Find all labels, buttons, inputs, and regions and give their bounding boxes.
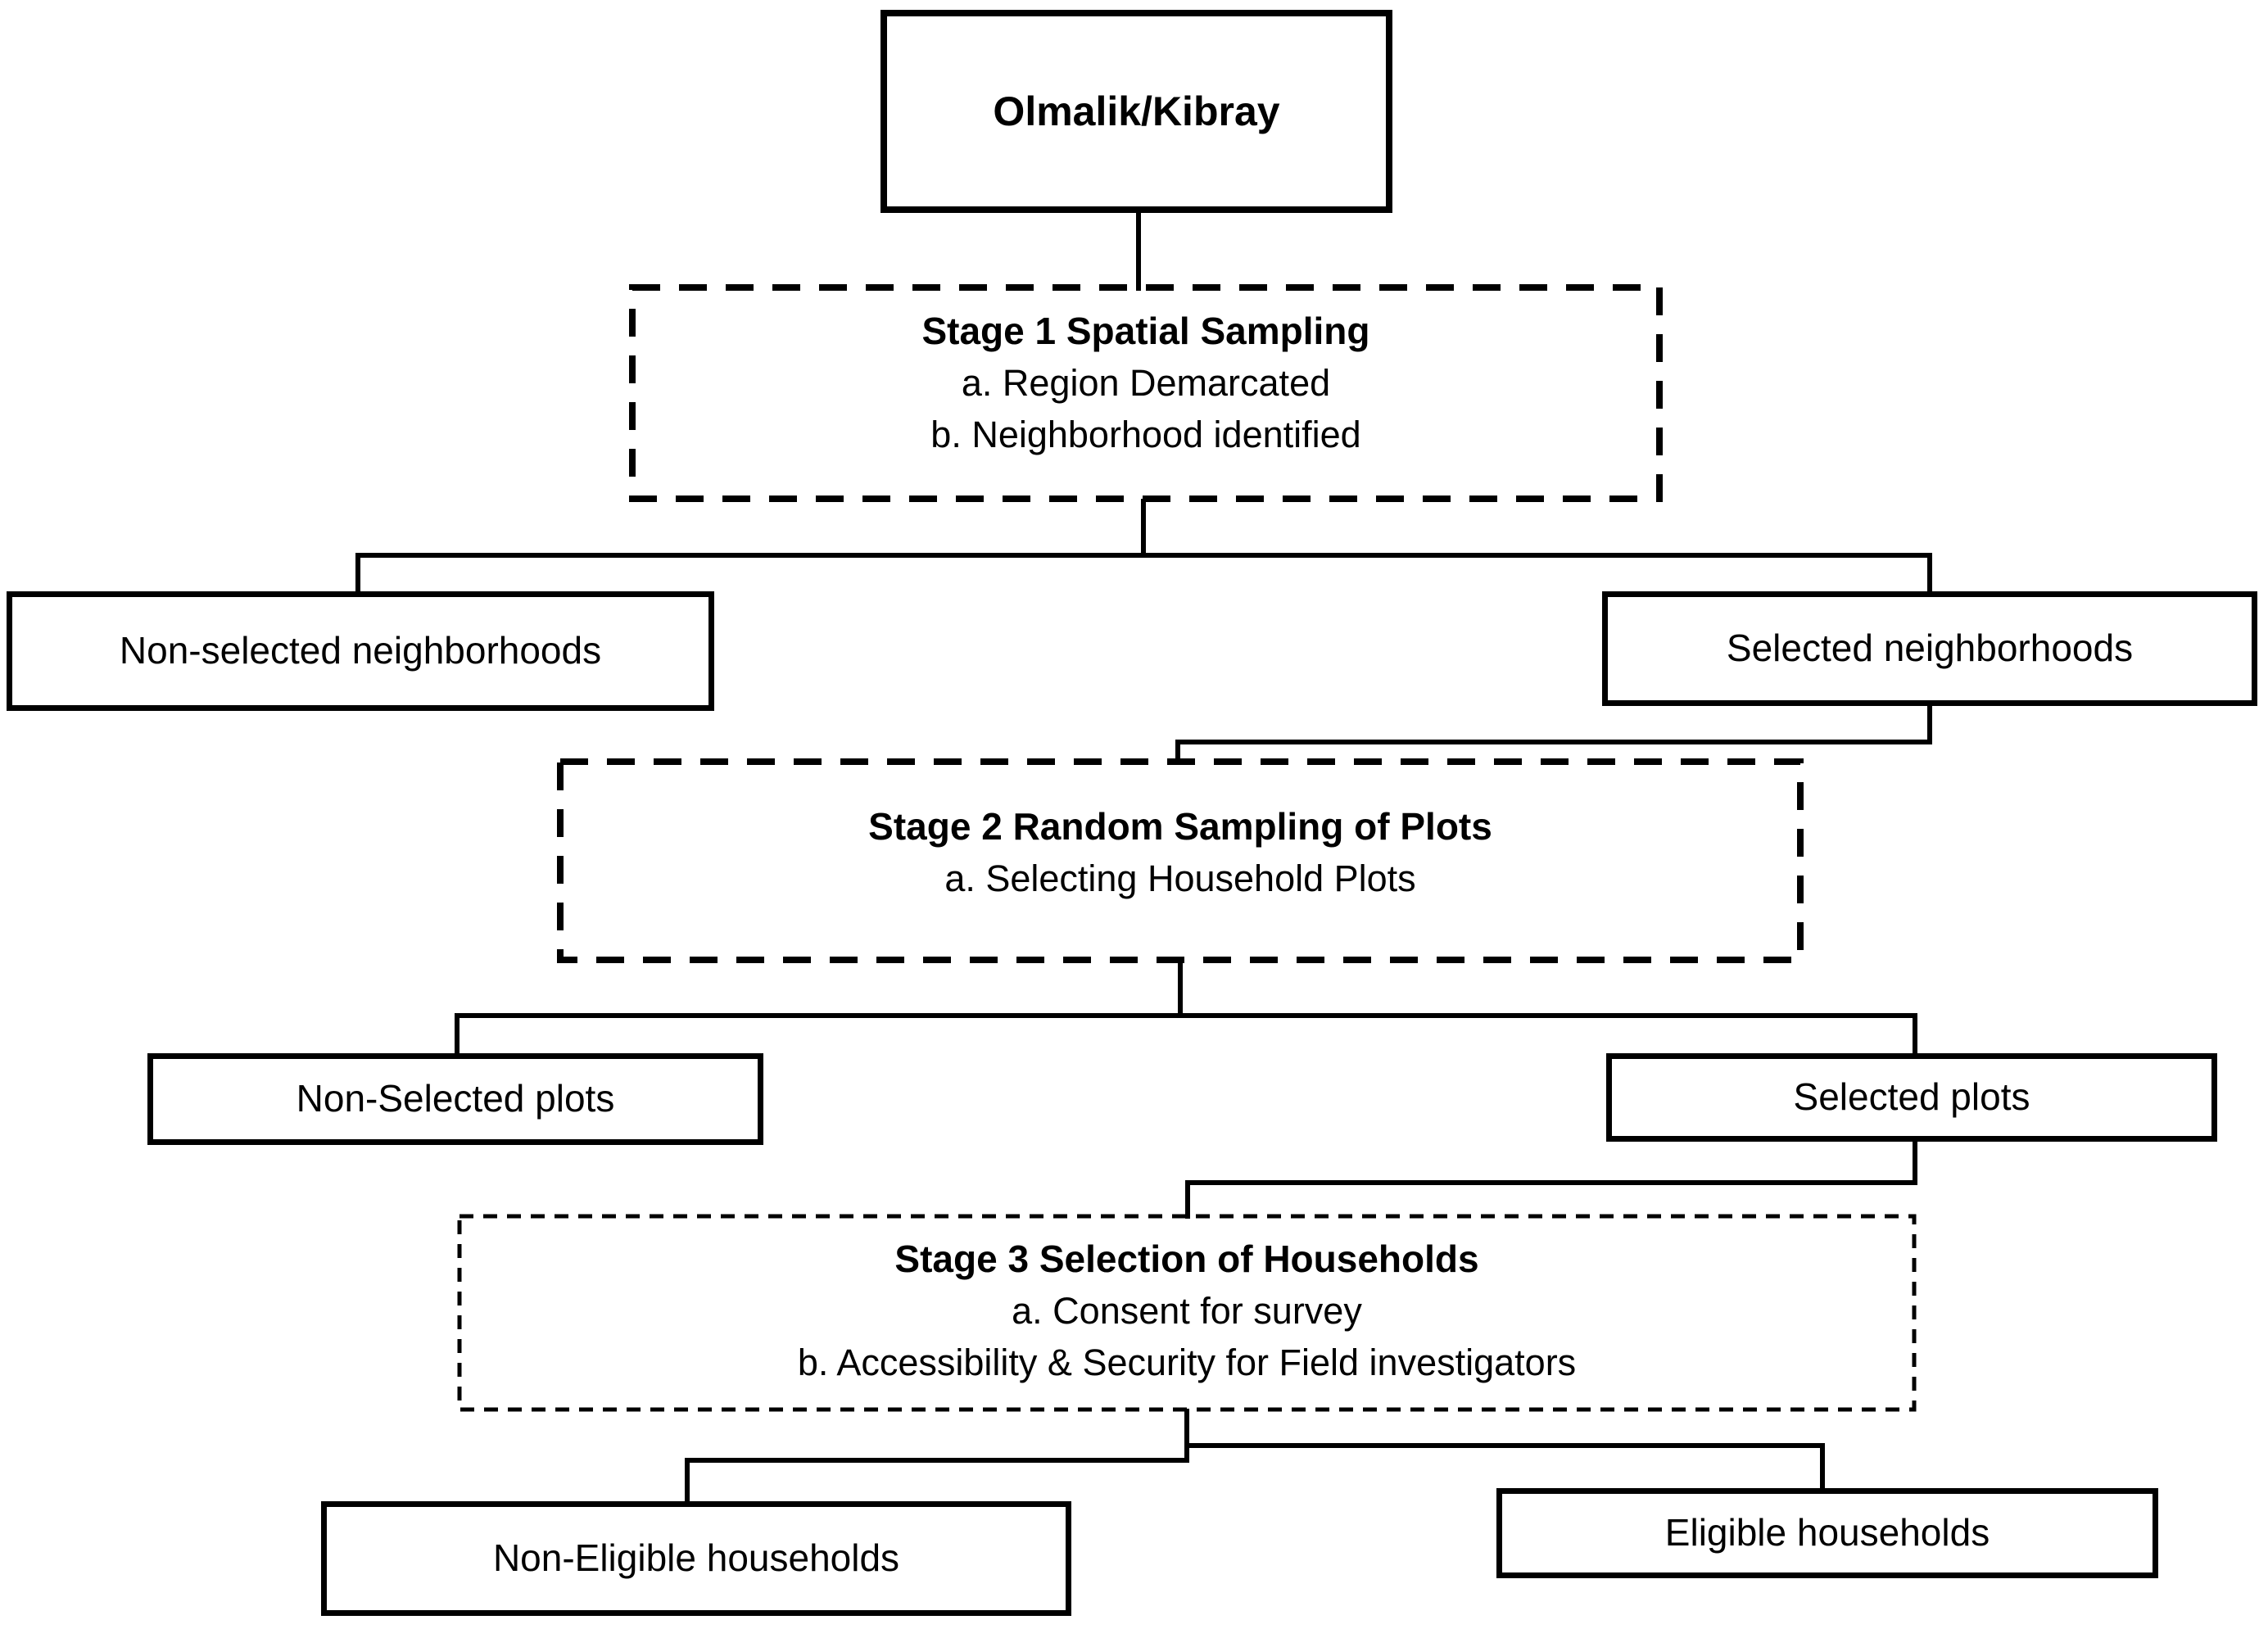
stage1-box: Stage 1 Spatial Sampling a. Region Demar…: [629, 284, 1663, 502]
branch-stage1-rail: [355, 553, 1932, 595]
connector-selected-neighborhoods-to-stage2: [1175, 703, 1932, 765]
selected-plots-label: Selected plots: [1793, 1075, 2030, 1119]
stage2-dashed-frame: [557, 758, 1804, 963]
eligible-households-box: Eligible households: [1496, 1488, 2158, 1578]
stage1-heading: Stage 1 Spatial Sampling: [921, 310, 1370, 352]
non-selected-plots-label: Non-Selected plots: [296, 1077, 615, 1120]
eligible-households-label: Eligible households: [1664, 1511, 1990, 1554]
branch-stage2-rail: [455, 1013, 1917, 1057]
stage1-item-a: a. Region Demarcated: [961, 362, 1331, 404]
stage3-item-a: a. Consent for survey: [1012, 1290, 1362, 1332]
non-eligible-households-label: Non-Eligible households: [492, 1536, 900, 1580]
selected-neighborhoods-label: Selected neighborhoods: [1726, 627, 2134, 670]
stage3-dashed-frame: [457, 1214, 1917, 1412]
stage1-item-b: b. Neighborhood identified: [930, 414, 1361, 455]
branch-stage3-rail-right: [1187, 1443, 1825, 1491]
stage3-item-b: b. Accessibility & Security for Field in…: [797, 1342, 1577, 1383]
stage2-heading: Stage 2 Random Sampling of Plots: [868, 805, 1492, 848]
selected-neighborhoods-box: Selected neighborhoods: [1602, 591, 2257, 706]
selected-plots-box: Selected plots: [1606, 1053, 2217, 1142]
non-selected-neighborhoods-label: Non-selected neighborhoods: [119, 629, 602, 672]
stage3-box: Stage 3 Selection of Households a. Conse…: [457, 1214, 1917, 1412]
root-box: Olmalik/Kibray: [880, 10, 1392, 213]
non-selected-plots-box: Non-Selected plots: [147, 1053, 763, 1145]
stage3-heading: Stage 3 Selection of Households: [894, 1238, 1479, 1280]
non-selected-neighborhoods-box: Non-selected neighborhoods: [7, 591, 714, 711]
root-label: Olmalik/Kibray: [993, 88, 1280, 134]
non-eligible-households-box: Non-Eligible households: [321, 1501, 1071, 1616]
connector-selected-plots-to-stage3: [1185, 1140, 1917, 1219]
stage1-dashed-frame: [629, 284, 1663, 502]
stage2-box: Stage 2 Random Sampling of Plots a. Sele…: [557, 758, 1804, 963]
branch-stage3-rail-left: [685, 1458, 1187, 1505]
stage2-item-a: a. Selecting Household Plots: [944, 857, 1416, 899]
